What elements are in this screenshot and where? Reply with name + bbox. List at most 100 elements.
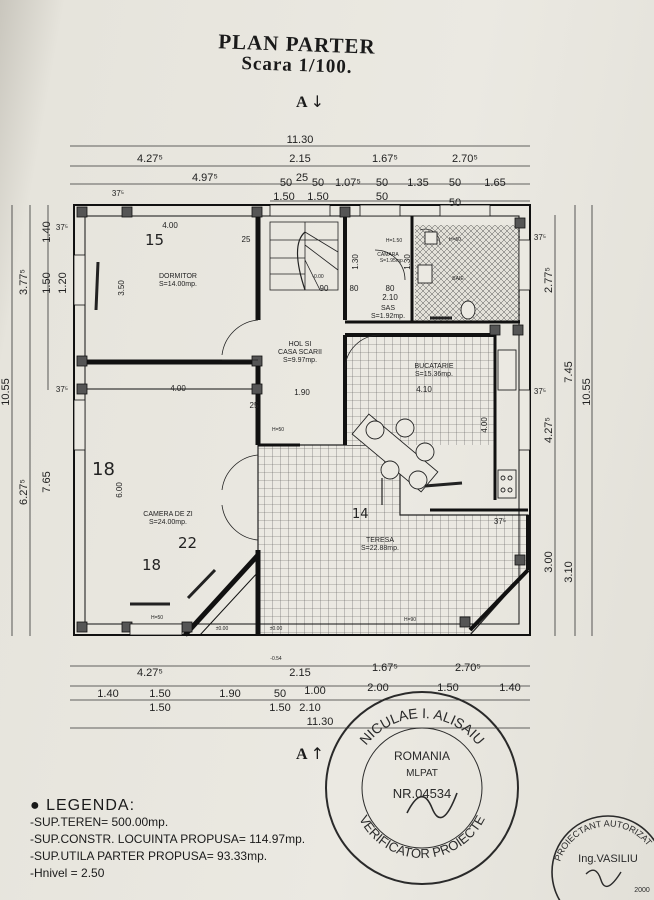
hand-note-1: 18 [92, 459, 115, 480]
dim-top-r1-0: 4.27⁵ [137, 153, 163, 165]
room-name-hol-2: CASA SCARII [278, 349, 322, 356]
dim-top-r3-3: 50 [449, 197, 461, 209]
room-area-camera: S=24.00mp. [149, 519, 187, 526]
dim-left-6: 7.65 [41, 471, 53, 492]
dim-top-r2-5: 50 [376, 177, 388, 189]
dim-right-0: 10.55 [581, 378, 593, 406]
inner-dim-14: 1.30 [403, 254, 412, 270]
right-dimensions: 10.55 7.45 2.77⁵ 4.27⁵ 3.00 3.10 [543, 267, 593, 583]
left-dimensions: 10.55 3.77⁵ 6.27⁵ 1.40 1.50 1.20 7.65 [0, 221, 69, 505]
room-name-bucatarie: BUCATARIE [414, 363, 453, 370]
room-name-camara: CAMARA [377, 252, 399, 258]
hand-note-3: 22 [178, 534, 197, 552]
inner-dimensions: 4.00 3.50 25 4.00 25 1.90 6.00 4.10 4.00… [56, 189, 546, 526]
stamp2-name: Ing.VASILIU [578, 853, 638, 865]
inner-dim-3: 4.00 [170, 384, 186, 393]
stamp2-signature [585, 869, 622, 888]
section-marker-top: A ↓ [296, 92, 325, 111]
legend-line-2: -SUP.UTILA PARTER PROPUSA= 93.33mp. [30, 849, 268, 863]
stamp2-year: 2000 [634, 887, 650, 894]
dim-right-5: 3.10 [563, 561, 575, 582]
inner-dim-6: 6.00 [115, 482, 124, 498]
level-markings: H=50 H=50 H=90 H=1.50 H=50 ±0.00 -0.00 -… [151, 237, 461, 662]
dim-bottom-r2-2: 1.90 [219, 688, 240, 700]
dim-top-r2-0: 4.97⁵ [192, 172, 218, 184]
inner-dim-13: 1.30 [351, 254, 360, 270]
marking-0: H=50 [151, 615, 163, 621]
signature-mark [406, 792, 458, 819]
dim-right-1: 7.45 [563, 361, 575, 382]
dim-bottom-r1-0: 4.27⁵ [137, 667, 163, 679]
room-area-camara: S=1.95mp. [380, 258, 404, 264]
inner-dim-4: 25 [250, 401, 259, 410]
room-labels: DORMITOR S=14.00mp. HOL SI CASA SCARII S… [143, 252, 464, 552]
dim-top-r2-8: 1.65 [484, 177, 505, 189]
staircase [269, 221, 339, 291]
inner-dim-8: 4.00 [480, 417, 489, 433]
inner-dim-7: 4.10 [416, 385, 432, 394]
dim-bottom-total: 11.30 [307, 716, 334, 728]
inner-dim-19: 37⁵ [112, 189, 124, 198]
room-area-sas: S=1.92mp. [371, 313, 405, 320]
inner-dim-1: 3.50 [117, 280, 126, 296]
stamp-ministry: MLPAT [406, 768, 438, 779]
room-name-terasa: TERESA [366, 537, 394, 544]
marking-5: ±0.00 [216, 626, 229, 632]
room-area-bucatarie: S=15.36mp. [415, 371, 453, 378]
room-area-dormitor: S=14.00mp. [159, 281, 197, 288]
dim-left-3: 1.40 [41, 221, 53, 242]
inner-dim-12: 2.10 [382, 293, 398, 302]
section-marker-bottom-label: A [296, 746, 307, 763]
hand-note-4: 14 [352, 507, 369, 522]
dim-top-r3-1: 1.50 [307, 191, 328, 203]
room-name-hol-1: HOL SI [289, 341, 312, 348]
dim-bottom-r2-0: 1.40 [97, 688, 118, 700]
inner-dim-0: 4.00 [162, 221, 178, 230]
dim-top-r1-2: 1.67⁵ [372, 153, 398, 165]
designer-stamp: PROIECTANT AUTORIZAT Ing.VASILIU 2000 [551, 815, 654, 900]
dim-bottom-r1-2: 1.67⁵ [372, 662, 398, 674]
stamp-top-textpath: NICULAE I. ALISAIU [356, 705, 488, 748]
marking-4: H=50 [449, 237, 461, 243]
section-marker-top-label: A [296, 94, 307, 111]
dim-left-4: 1.50 [41, 272, 53, 293]
dim-top-r2-4: 1.07⁵ [335, 177, 361, 189]
dim-bottom-r1-3: 2.70⁵ [455, 662, 481, 674]
room-name-sas: SAS [381, 305, 395, 312]
windows [73, 204, 531, 636]
dim-top-r2-1: 50 [280, 177, 292, 189]
dim-left-1: 3.77⁵ [18, 269, 30, 295]
verifier-stamp: NICULAE I. ALISAIU VERIFICATOR PROIECTE … [325, 691, 519, 885]
inner-dim-10: 80 [350, 284, 359, 293]
dim-bottom-r2-1: 1.50 [149, 688, 170, 700]
inner-dim-20: 37⁵ [494, 517, 506, 526]
dim-bottom-r1-1: 2.15 [289, 667, 310, 679]
dim-left-0: 10.55 [0, 378, 12, 406]
room-name-baie: BAIE [452, 276, 464, 282]
bottom-dimensions: 4.27⁵ 2.15 1.67⁵ 2.70⁵ 1.40 1.50 1.90 50… [97, 662, 520, 728]
hand-note-0: 15 [145, 231, 164, 249]
legend-line-1: -SUP.CONSTR. LOCUINTA PROPUSA= 114.97mp. [30, 832, 306, 846]
legend-heading: ● LEGENDA: [30, 797, 136, 814]
section-marker-bottom: A ↑ [296, 744, 325, 763]
dim-right-3: 4.27⁵ [543, 417, 555, 443]
dim-bottom-r2-7: 1.40 [499, 682, 520, 694]
dim-top-r1-1: 2.15 [289, 153, 310, 165]
legend: ● LEGENDA: -SUP.TEREN= 500.00mp. -SUP.CO… [30, 797, 305, 882]
marking-6: -0.00 [312, 274, 324, 280]
legend-line-3: -Hnivel = 2.50 [30, 866, 105, 880]
room-area-terasa: S=22.88mp. [361, 545, 399, 552]
inner-dim-5: 1.90 [294, 388, 310, 397]
dim-top-r2-2: 25 [296, 172, 308, 184]
inner-dim-18: 37⁵ [534, 387, 546, 396]
top-dimensions: 11.30 4.27⁵ 2.15 1.67⁵ 2.70⁵ 4.97⁵ 50 25… [137, 134, 506, 209]
inner-dim-16: 37⁵ [56, 385, 68, 394]
dim-top-r1-3: 2.70⁵ [452, 153, 478, 165]
handwritten-marks [94, 261, 463, 606]
dim-right-2: 2.77⁵ [543, 267, 555, 293]
dim-top-r2-6: 1.35 [407, 177, 428, 189]
legend-line-0: -SUP.TEREN= 500.00mp. [30, 815, 169, 829]
dim-right-4: 3.00 [543, 551, 555, 572]
